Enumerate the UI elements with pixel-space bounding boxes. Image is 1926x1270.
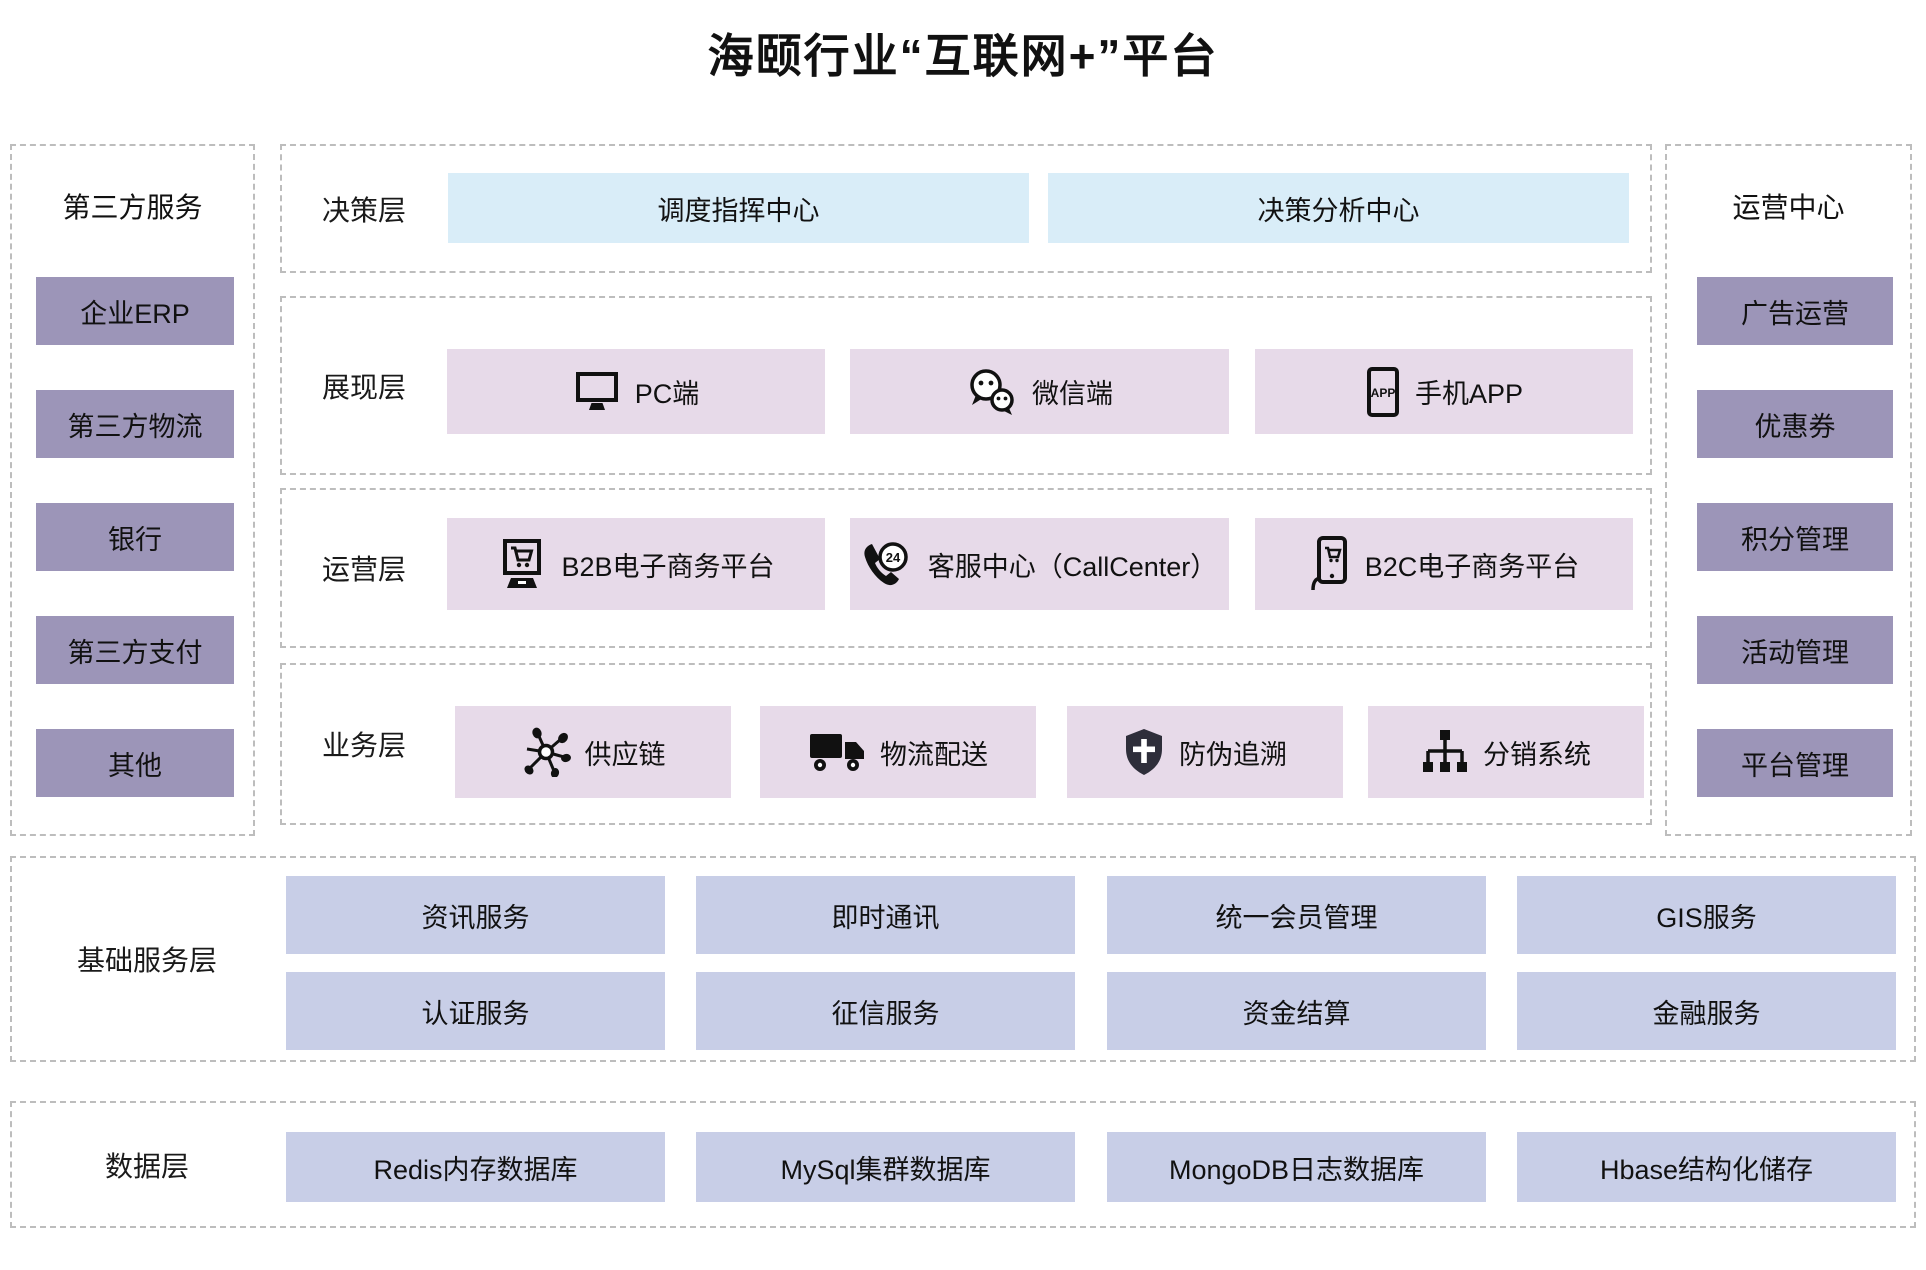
pc-client-box: PC端 <box>447 349 825 434</box>
supply-chain-icon <box>521 727 571 777</box>
third-party-services-title: 第三方服务 <box>62 192 203 223</box>
distribution-tree-icon <box>1421 728 1469 776</box>
business-layer-panel: 业务层 <box>280 663 1652 825</box>
b2b-platform-label: B2B电子商务平台 <box>561 551 775 582</box>
callcenter-label: 客服中心（CallCenter） <box>927 551 1218 582</box>
auth-service-box: 认证服务 <box>286 972 665 1050</box>
distribution-label: 分销系统 <box>1483 739 1591 770</box>
third-party-item-logistics: 第三方物流 <box>36 390 234 458</box>
business-layer-label: 业务层 <box>322 730 407 761</box>
page-title: 海颐行业“互联网+”平台 <box>707 30 1219 82</box>
opcenter-item-ads: 广告运营 <box>1697 277 1893 345</box>
svg-text:APP: APP <box>1371 386 1396 400</box>
third-party-item-payment: 第三方支付 <box>36 616 234 684</box>
third-party-item-erp: 企业ERP <box>36 277 234 345</box>
wechat-client-label: 微信端 <box>1032 379 1113 409</box>
finance-service-box: 金融服务 <box>1517 972 1896 1050</box>
distribution-box: 分销系统 <box>1368 706 1644 798</box>
mobile-app-box: APP 手机APP <box>1255 349 1633 434</box>
fund-settlement-box: 资金结算 <box>1107 972 1486 1050</box>
opcenter-item-platform: 平台管理 <box>1697 729 1893 797</box>
redis-db-box: Redis内存数据库 <box>286 1132 665 1202</box>
third-party-services-panel: 第三方服务 企业ERP 第三方物流 银行 第三方支付 其他 <box>10 144 255 836</box>
logistics-label: 物流配送 <box>880 739 988 770</box>
unified-member-box: 统一会员管理 <box>1107 876 1486 954</box>
mobile-app-label: 手机APP <box>1414 379 1524 409</box>
monitor-icon <box>573 370 621 414</box>
opcenter-item-coupon: 优惠券 <box>1697 390 1893 458</box>
third-party-item-other: 其他 <box>36 729 234 797</box>
dispatch-command-center-box: 调度指挥中心 <box>448 173 1029 243</box>
svg-text:24: 24 <box>885 550 900 565</box>
supply-chain-label: 供应链 <box>584 739 666 770</box>
presentation-layer-label: 展现层 <box>322 371 407 403</box>
opcenter-item-activity: 活动管理 <box>1697 616 1893 684</box>
anti-counterfeit-label: 防伪追溯 <box>1179 739 1287 770</box>
logistics-box: 物流配送 <box>760 706 1036 798</box>
operation-layer-panel: 运营层 B2B电子商务平台 24 <box>280 488 1652 648</box>
operation-center-panel: 运营中心 广告运营 优惠券 积分管理 活动管理 平台管理 <box>1665 144 1912 836</box>
wechat-client-box: 微信端 <box>850 349 1229 434</box>
wechat-icon <box>966 367 1018 417</box>
presentation-layer-panel: 展现层 PC端 <box>280 296 1652 475</box>
b2b-platform-box: B2B电子商务平台 <box>447 518 825 610</box>
callcenter-24h-icon: 24 <box>862 538 914 590</box>
b2c-ecommerce-icon <box>1309 536 1351 592</box>
instant-messaging-box: 即时通讯 <box>696 876 1075 954</box>
data-layer-label: 数据层 <box>104 1150 189 1182</box>
base-service-layer-label: 基础服务层 <box>76 945 217 976</box>
decision-layer-label: 决策层 <box>322 194 407 226</box>
b2b-ecommerce-icon <box>497 538 547 590</box>
operation-layer-label: 运营层 <box>322 554 407 585</box>
credit-service-box: 征信服务 <box>696 972 1075 1050</box>
mongodb-db-box: MongoDB日志数据库 <box>1107 1132 1486 1202</box>
hbase-storage-box: Hbase结构化储存 <box>1517 1132 1896 1202</box>
pc-client-label: PC端 <box>634 379 700 409</box>
base-service-layer-panel: 基础服务层 资讯服务 即时通讯 统一会员管理 GIS服务 认证服务 征信服务 资… <box>10 856 1916 1062</box>
callcenter-box: 24 客服中心（CallCenter） <box>850 518 1229 610</box>
anti-counterfeit-shield-icon <box>1123 727 1165 777</box>
gis-service-box: GIS服务 <box>1517 876 1896 954</box>
phone-app-icon: APP <box>1365 366 1401 418</box>
info-service-box: 资讯服务 <box>286 876 665 954</box>
b2c-platform-box: B2C电子商务平台 <box>1255 518 1633 610</box>
operation-center-title: 运营中心 <box>1732 192 1845 223</box>
decision-analysis-center-box: 决策分析中心 <box>1048 173 1629 243</box>
third-party-item-bank: 银行 <box>36 503 234 571</box>
decision-layer-panel: 决策层 调度指挥中心 决策分析中心 <box>280 144 1652 273</box>
mysql-db-box: MySql集群数据库 <box>696 1132 1075 1202</box>
opcenter-item-points: 积分管理 <box>1697 503 1893 571</box>
data-layer-panel: 数据层 Redis内存数据库 MySql集群数据库 MongoDB日志数据库 H… <box>10 1101 1916 1228</box>
logistics-truck-icon <box>808 730 866 774</box>
supply-chain-box: 供应链 <box>455 706 731 798</box>
b2c-platform-label: B2C电子商务平台 <box>1364 551 1580 582</box>
anti-counterfeit-box: 防伪追溯 <box>1067 706 1343 798</box>
